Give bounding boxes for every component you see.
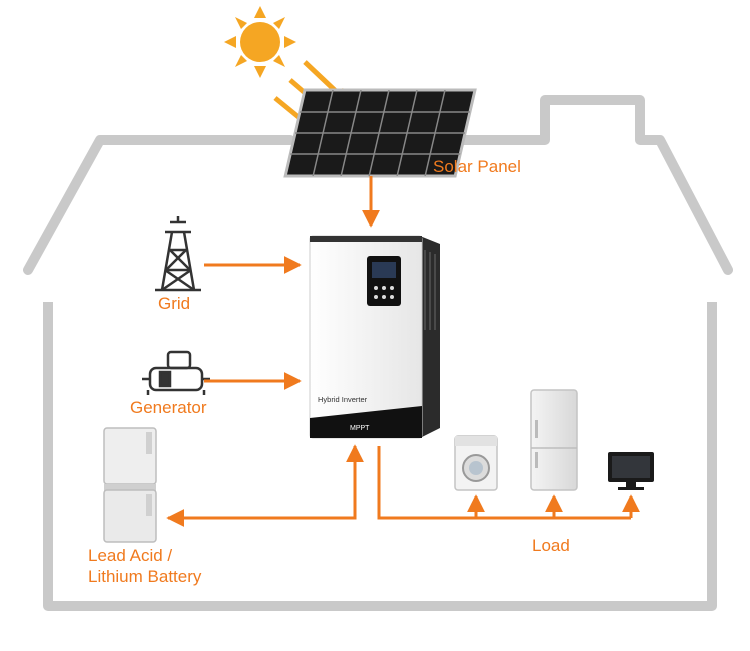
sun-icon <box>224 6 296 78</box>
battery-label-line1: Lead Acid / <box>88 546 172 565</box>
load-bus-line <box>377 446 631 520</box>
inverter-mppt-badge: MPPT <box>350 425 370 432</box>
load-label: Load <box>532 536 570 555</box>
television-icon <box>608 452 654 490</box>
battery-connection-line <box>166 446 357 527</box>
solar-panel-icon <box>283 88 477 178</box>
washing-machine-icon <box>454 435 498 491</box>
generator-icon <box>142 350 210 395</box>
battery-label-line2: Lithium Battery <box>88 567 202 586</box>
hybrid-inverter-icon <box>309 235 440 439</box>
inverter-name: Hybrid Inverter <box>318 395 368 404</box>
grid-label: Grid <box>158 294 190 313</box>
house-roof <box>23 95 733 275</box>
house-outline <box>43 302 717 611</box>
refrigerator-icon <box>530 389 578 491</box>
battery-icon <box>103 427 157 543</box>
generator-label: Generator <box>130 398 207 417</box>
solar-panel-label: Solar Panel <box>433 157 521 176</box>
grid-tower-icon <box>155 216 201 292</box>
